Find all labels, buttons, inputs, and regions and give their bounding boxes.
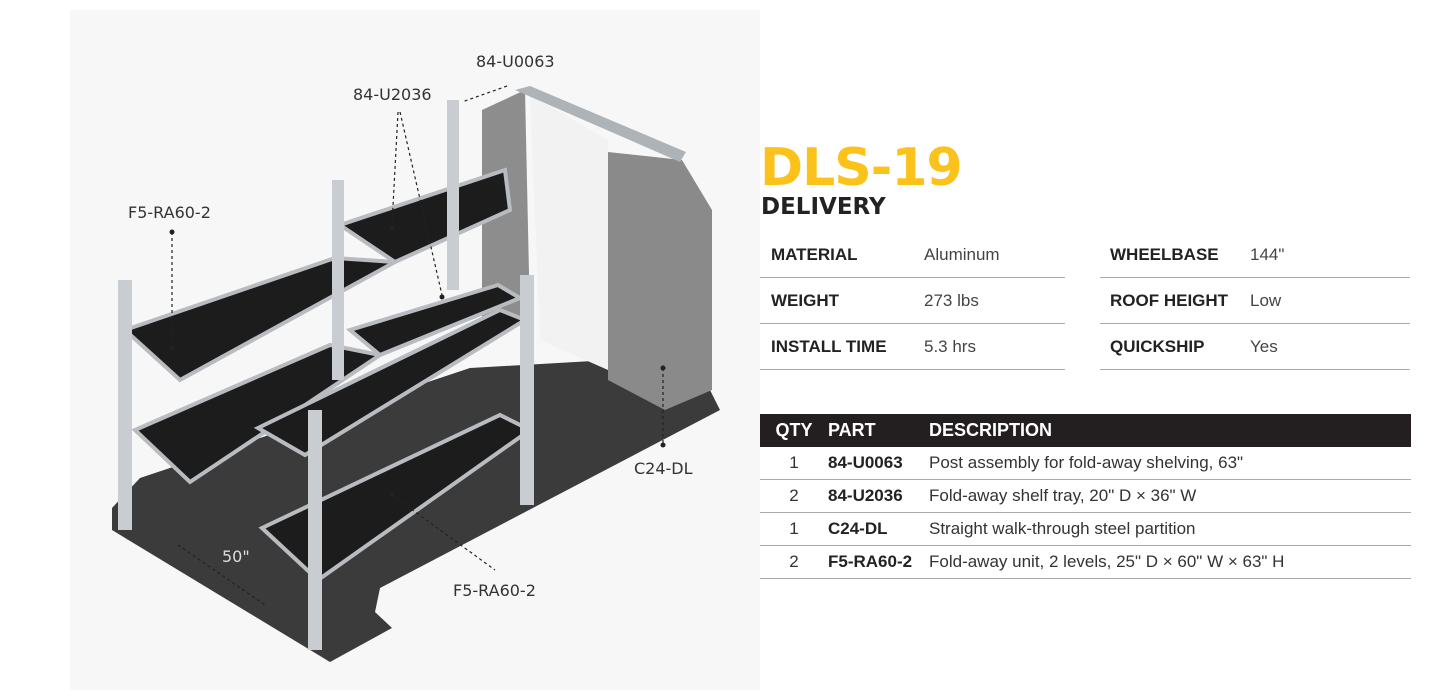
header-description: DESCRIPTION (929, 414, 1411, 447)
spec-value: Low (1250, 290, 1282, 310)
spec-row: INSTALL TIME 5.3 hrs (760, 324, 1065, 370)
spec-label: QUICKSHIP (1110, 336, 1205, 356)
qty: 1 (760, 447, 828, 480)
post (447, 100, 459, 290)
spec-label: WEIGHT (771, 290, 839, 310)
spec-value: 5.3 hrs (924, 336, 976, 356)
product-subtitle: DELIVERY (761, 194, 886, 220)
partition-doorway (530, 95, 608, 370)
shelving-illustration (112, 85, 720, 662)
description: Fold-away shelf tray, 20" D × 36" W (929, 479, 1411, 513)
partition-top-rail (515, 86, 686, 162)
spec-value: Yes (1250, 336, 1278, 356)
qty: 2 (760, 479, 828, 513)
description: Post assembly for fold-away shelving, 63… (929, 447, 1411, 480)
qty: 1 (760, 512, 828, 546)
spec-value: Aluminum (924, 244, 1000, 264)
shelf-upper-left (121, 255, 402, 383)
qty: 2 (760, 545, 828, 579)
part-number: F5-RA60-2 (828, 545, 929, 579)
specs-right: WHEELBASE 144" ROOF HEIGHT Low QUICKSHIP Ye… (1100, 232, 1410, 370)
post (308, 410, 322, 650)
description: Straight walk-through steel partition (929, 512, 1411, 546)
spec-label: ROOF HEIGHT (1110, 290, 1229, 310)
callout-C24-DL: C24-DL (634, 459, 693, 478)
post (520, 275, 534, 505)
post (332, 180, 344, 380)
posts (118, 100, 534, 650)
spec-row: WHEELBASE 144" (1100, 232, 1410, 278)
part-number: 84-U2036 (828, 479, 929, 513)
specs-left: MATERIAL Aluminum WEIGHT 273 lbs INSTALL T… (760, 232, 1065, 370)
product-title: DLS-19 (760, 138, 963, 198)
callout-84-U0063: 84-U0063 (476, 52, 555, 71)
partition-right-panel (608, 152, 712, 410)
post (118, 280, 132, 530)
callout-F5-RA60-2-front: F5-RA60-2 (453, 581, 536, 600)
spec-label: MATERIAL (771, 244, 858, 264)
part-number: 84-U0063 (828, 447, 929, 480)
spec-value: 144" (1250, 244, 1285, 264)
spec-label: WHEELBASE (1110, 244, 1219, 264)
leader-dots (169, 225, 666, 498)
spec-row: MATERIAL Aluminum (760, 232, 1065, 278)
shelf-lower-left (131, 342, 386, 485)
partition-left-panel (482, 90, 530, 340)
header-part: PART (828, 414, 929, 447)
header-qty: QTY (760, 414, 828, 447)
callout-width: 50" (222, 547, 250, 566)
callout-F5-RA60-2-left: F5-RA60-2 (128, 203, 211, 222)
leader-lines (171, 85, 664, 606)
description: Fold-away unit, 2 levels, 25" D × 60" W … (929, 545, 1411, 579)
shelves (121, 167, 534, 583)
spec-label: INSTALL TIME (771, 336, 887, 356)
spec-row: QUICKSHIP Yes (1100, 324, 1410, 370)
spec-value: 273 lbs (924, 290, 979, 310)
parts-header-row: QTY PART DESCRIPTION (760, 414, 1411, 447)
spec-row: ROOF HEIGHT Low (1100, 278, 1410, 324)
spec-row: WEIGHT 273 lbs (760, 278, 1065, 324)
callout-84-U2036: 84-U2036 (353, 85, 432, 104)
part-number: C24-DL (828, 512, 929, 546)
